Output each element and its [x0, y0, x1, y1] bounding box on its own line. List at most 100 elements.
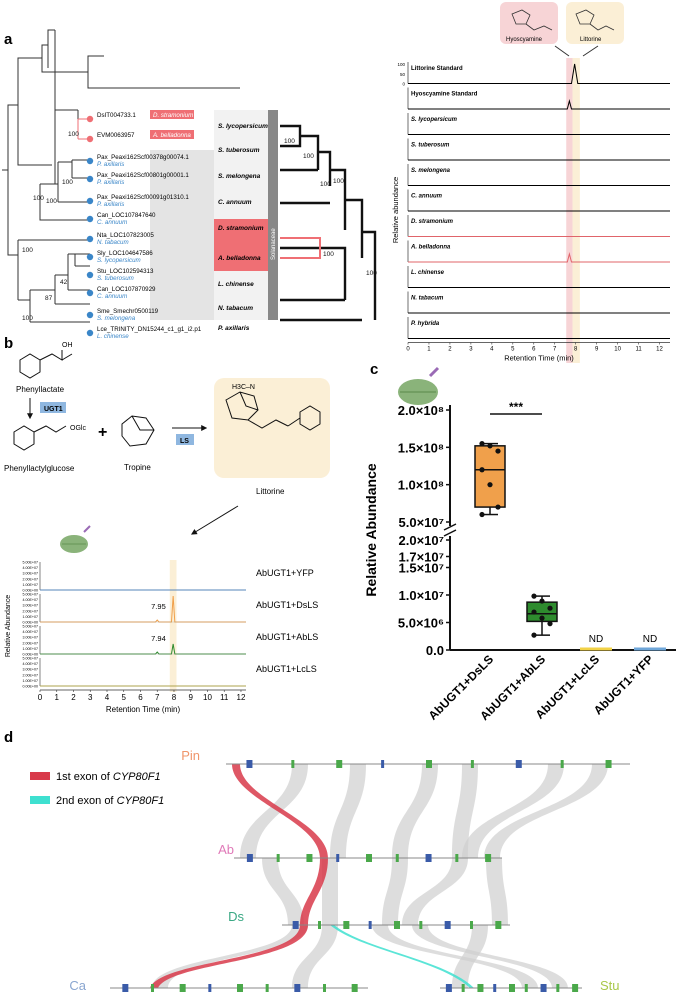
gene-id: Nta_LOC107823005 [97, 232, 154, 239]
species-name: N. tabacum [218, 305, 253, 312]
track-label: S. melongena [411, 168, 451, 174]
y-tick: 2.0×10⁷ [399, 533, 445, 548]
gene-block [444, 921, 451, 929]
species-name: D. stramonium [218, 225, 264, 232]
trace-line [40, 595, 246, 623]
x-tick: 4 [490, 347, 494, 353]
y-tick: 5.00E+07 [23, 593, 39, 597]
synteny-ribbon [382, 858, 408, 925]
gene-id: Can_LOC107847640 [97, 212, 156, 219]
x-tick: 2 [448, 347, 452, 353]
littorine-band-b [169, 560, 177, 692]
gene-species: L. chinense [97, 333, 129, 340]
gene-block [470, 760, 474, 768]
gene-id: Sly_LOC104647586 [97, 250, 153, 257]
y-tick: 3.00E+07 [23, 604, 39, 608]
synteny-ribbon [262, 858, 304, 925]
gene-block [560, 760, 564, 768]
gene-block [265, 984, 269, 992]
gene-block [426, 760, 432, 768]
y-tick: 2.00E+07 [23, 609, 39, 613]
y-tick: 1.0×10⁸ [398, 478, 444, 493]
gene-block [493, 984, 497, 992]
species-column-bg [214, 110, 268, 320]
track-label: L. chinense [411, 270, 445, 276]
y-tick: 0.0 [426, 643, 444, 658]
svg-text:100: 100 [46, 198, 57, 205]
gene-block [495, 921, 502, 929]
phenyllactate-label: Phenyllactate [16, 385, 65, 394]
x-tick: 8 [574, 347, 578, 353]
gene-block [509, 984, 515, 992]
trace-label: AbUGT1+AbLS [256, 632, 318, 642]
svg-text:100: 100 [333, 178, 344, 185]
synteny-ribbon [330, 764, 366, 858]
x-tick: 3 [469, 347, 473, 353]
track-label: A. belladonna [410, 245, 451, 251]
trace-label: AbUGT1+LcLS [256, 664, 317, 674]
phenyllactylglucose-label: Phenyllactylglucose [4, 464, 75, 473]
structure-arrows [554, 45, 599, 57]
tree-branches [17, 30, 90, 323]
gene-species: P. axillaris [97, 179, 124, 186]
gene-block [122, 984, 129, 992]
svg-text:100: 100 [284, 138, 295, 145]
y-tick: 1.5×10⁷ [399, 561, 445, 576]
svg-text:100: 100 [303, 153, 314, 160]
gene-dot [86, 329, 94, 337]
legend-label: 1st exon of CYP80F1 [56, 771, 161, 783]
gene-block [556, 984, 560, 992]
synteny-ribbon [372, 925, 538, 988]
track-label: D. stramonium [411, 219, 454, 225]
track-label: P. hybrida [411, 321, 440, 327]
data-point [539, 598, 545, 604]
solanaceae-bar [268, 110, 278, 320]
track-label: S. lycopersicum [411, 117, 458, 123]
gene-block [336, 854, 340, 862]
gene-block [292, 921, 299, 929]
gene-dot [86, 175, 94, 183]
synteny-ribbon [152, 925, 308, 988]
gene-dot [86, 115, 94, 123]
gene-dot [86, 253, 94, 261]
littorine-structure-b [225, 391, 321, 431]
x-tick: 4 [105, 693, 110, 702]
x-tick: 7 [553, 347, 557, 353]
gene-block [336, 760, 343, 768]
axis-break [443, 523, 457, 537]
panel-label-a: a [4, 31, 13, 48]
x-tick: 12 [656, 347, 663, 353]
synteny-ribbon [412, 925, 568, 988]
gene-id: Sme_Smechr0500119 [97, 308, 159, 315]
species-name: L. chinense [218, 281, 254, 288]
y-tick: 1.7×10⁷ [399, 550, 445, 565]
gene-block [237, 984, 243, 992]
track-line [408, 99, 670, 110]
gene-species: P. axillaris [97, 201, 124, 208]
box-dsls [474, 445, 506, 508]
x-tick: 9 [595, 347, 599, 353]
y-tick: 5.00E+07 [23, 657, 39, 661]
species-name: P. axillaris [218, 325, 250, 332]
genome-label: Ds [228, 909, 244, 924]
significance-label: *** [509, 400, 523, 414]
y-label: Relative Abundance [5, 595, 12, 657]
y-tick: 3.00E+07 [23, 636, 39, 640]
panel-label-b: b [4, 335, 13, 352]
gene-block [294, 984, 301, 992]
littorine-arrow [190, 505, 239, 535]
x-tick: 1 [427, 347, 431, 353]
y-tick: 1.00E+07 [23, 679, 39, 683]
x-tick: 5 [511, 347, 515, 353]
svg-text:100: 100 [366, 270, 377, 277]
gene-block [318, 921, 321, 929]
svg-text:100: 100 [22, 247, 33, 254]
plus-sign: + [98, 424, 107, 441]
gene-block [470, 921, 473, 929]
gene-id: Can_LOC107870929 [97, 286, 156, 293]
y-label: Relative abundance [391, 177, 400, 243]
y-tick: 0.00E+00 [23, 685, 39, 689]
